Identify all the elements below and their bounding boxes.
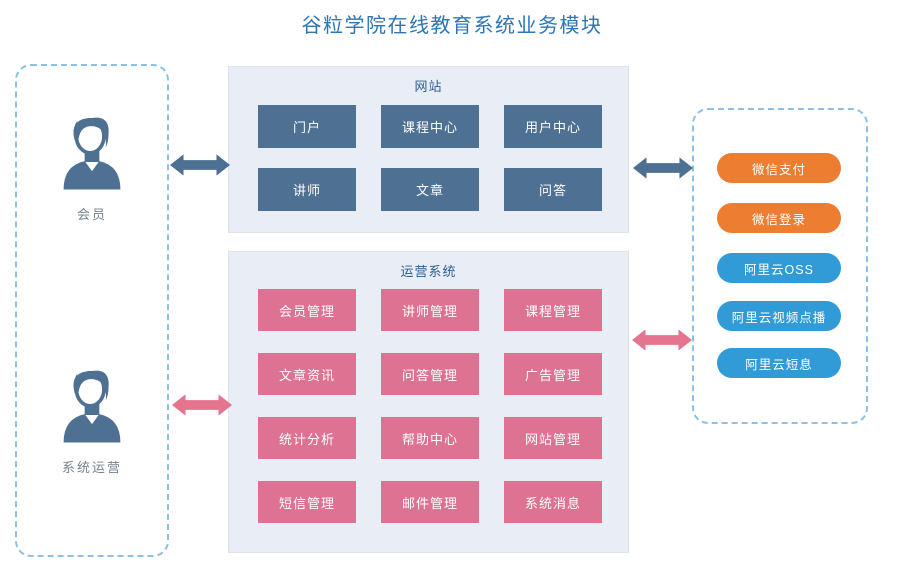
- operation-module: 短信管理: [258, 481, 356, 523]
- operation-module: 会员管理: [258, 289, 356, 331]
- website-module: 问答: [504, 168, 602, 211]
- actor-member: 会员: [17, 108, 167, 223]
- operation-module: 统计分析: [258, 417, 356, 459]
- operation-module: 讲师管理: [381, 289, 479, 331]
- operation-module: 邮件管理: [381, 481, 479, 523]
- double-arrow-icon: [169, 152, 231, 178]
- operation-module: 文章资讯: [258, 353, 356, 395]
- website-module: 文章: [381, 168, 479, 211]
- actor-member-label: 会员: [76, 207, 107, 222]
- double-arrow-icon: [171, 392, 233, 418]
- external-service-pill: 微信登录: [717, 203, 841, 233]
- website-module: 讲师: [258, 168, 356, 211]
- operation-panel: 运营系统 会员管理 讲师管理 课程管理 文章资讯 问答管理 广告管理 统计分析 …: [228, 251, 629, 553]
- operation-module: 问答管理: [381, 353, 479, 395]
- operation-module: 网站管理: [504, 417, 602, 459]
- actors-group-box: 会员 系统运营: [15, 64, 169, 557]
- website-module: 门户: [258, 105, 356, 148]
- operation-panel-title: 运营系统: [400, 264, 457, 279]
- person-icon: [63, 117, 121, 190]
- website-panel: 网站 门户 课程中心 用户中心 讲师 文章 问答: [228, 66, 629, 233]
- double-arrow-icon: [632, 155, 694, 181]
- external-services-box: 微信支付 微信登录 阿里云OSS 阿里云视频点播 阿里云短息: [692, 108, 868, 424]
- external-service-pill: 阿里云短息: [717, 348, 841, 378]
- external-service-pill: 阿里云OSS: [717, 253, 841, 283]
- operation-module: 广告管理: [504, 353, 602, 395]
- website-panel-title: 网站: [414, 79, 443, 94]
- operation-module-grid: 会员管理 讲师管理 课程管理 文章资讯 问答管理 广告管理 统计分析 帮助中心 …: [258, 289, 602, 523]
- website-module-grid: 门户 课程中心 用户中心 讲师 文章 问答: [258, 105, 602, 211]
- website-module: 课程中心: [381, 105, 479, 148]
- website-module: 用户中心: [504, 105, 602, 148]
- page-title: 谷粒学院在线教育系统业务模块: [301, 15, 603, 37]
- operation-module: 系统消息: [504, 481, 602, 523]
- operation-module: 帮助中心: [381, 417, 479, 459]
- operation-module: 课程管理: [504, 289, 602, 331]
- person-icon: [63, 370, 121, 443]
- double-arrow-icon: [631, 327, 693, 353]
- actor-operator: 系统运营: [17, 361, 167, 476]
- actor-operator-label: 系统运营: [61, 460, 122, 475]
- external-service-pill: 阿里云视频点播: [717, 301, 841, 331]
- external-service-pill: 微信支付: [717, 153, 841, 183]
